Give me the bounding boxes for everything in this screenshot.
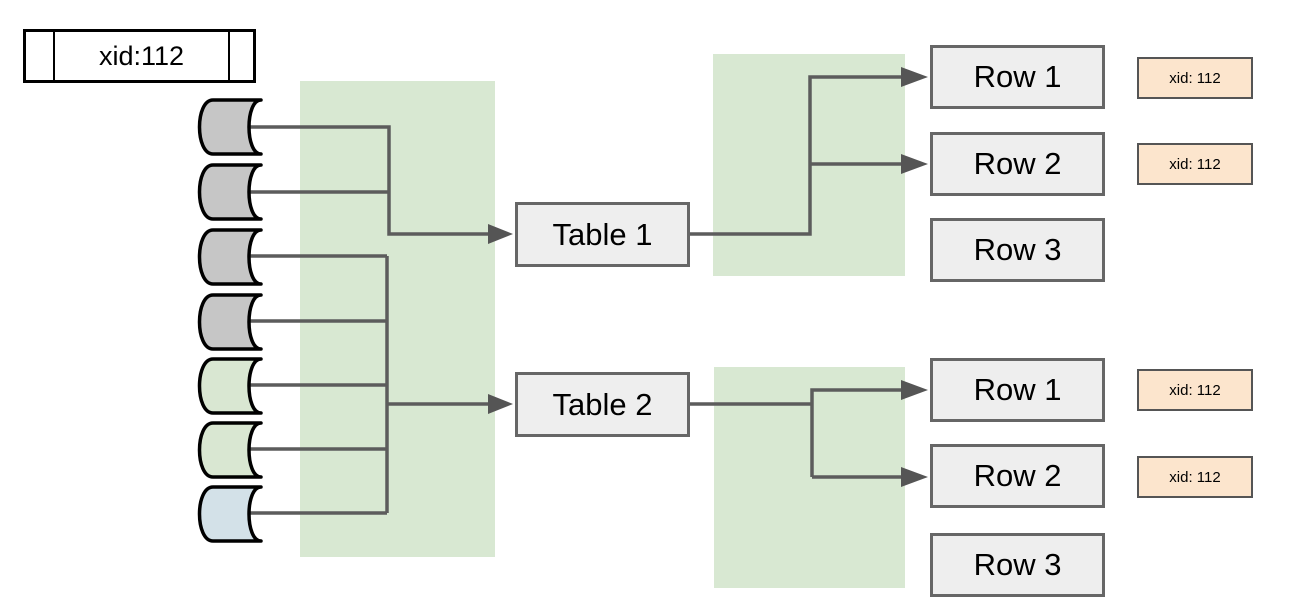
arrowhead-icon	[901, 467, 928, 487]
table-1-row-2: Row 2	[930, 132, 1105, 196]
arrowhead-icon	[901, 154, 928, 174]
xid-badge-table1-row1: xid: 112	[1137, 57, 1253, 99]
table-2-row-2: Row 2	[930, 444, 1105, 508]
connector-line	[690, 75, 903, 236]
connector-line	[810, 388, 903, 477]
page-shape-path	[197, 421, 263, 479]
highlight-region-pages	[300, 81, 495, 557]
page-shape-path	[197, 293, 263, 351]
table-2-node: Table 2	[515, 372, 690, 437]
arrowhead-icon	[901, 67, 928, 87]
arrowhead-icon	[488, 394, 513, 414]
table-2-row-1: Row 1	[930, 358, 1105, 422]
table-1-node: Table 1	[515, 202, 690, 267]
page-shape-path	[197, 98, 263, 156]
page-shape-7	[197, 485, 263, 543]
page-shape-path	[197, 485, 263, 543]
page-shape-1	[197, 98, 263, 156]
arrowhead-icon	[901, 380, 928, 400]
page-shape-3	[197, 228, 263, 286]
page-shape-path	[197, 163, 263, 221]
table-2-row-3: Row 3	[930, 533, 1105, 597]
page-shape-5	[197, 357, 263, 415]
table-1-row-1: Row 1	[930, 45, 1105, 109]
page-shape-path	[197, 357, 263, 415]
page-shape-path	[197, 228, 263, 286]
wal-record-cell-left	[26, 32, 55, 80]
xid-badge-table1-row2: xid: 112	[1137, 143, 1253, 185]
xid-badge-table2-row2: xid: 112	[1137, 456, 1253, 498]
connector-line	[245, 125, 490, 236]
page-shape-2	[197, 163, 263, 221]
page-shape-4	[197, 293, 263, 351]
wal-record-label: xid:112	[98, 40, 185, 71]
page-shape-6	[197, 421, 263, 479]
wal-record-box: xid:112	[23, 29, 256, 83]
xid-badge-table2-row1: xid: 112	[1137, 369, 1253, 411]
table-1-row-3: Row 3	[930, 218, 1105, 282]
wal-record-cell-right	[228, 32, 253, 80]
arrowhead-icon	[488, 224, 513, 244]
